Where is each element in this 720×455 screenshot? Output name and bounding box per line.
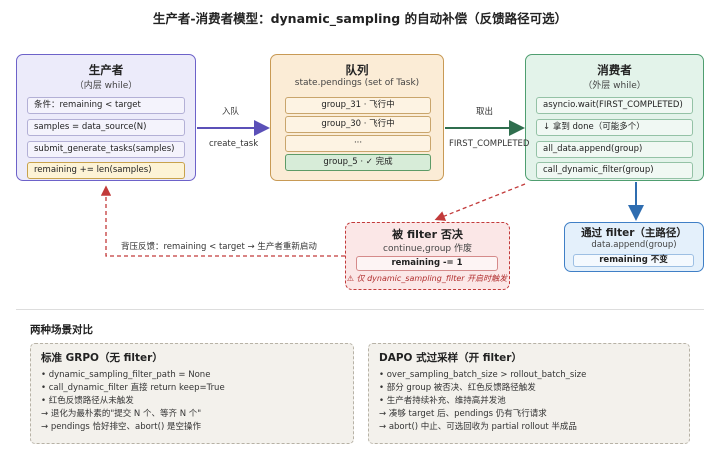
list-item: → 凑够 target 后、pendings 仍有飞行请求 <box>379 409 547 419</box>
take-label: 取出 <box>476 107 494 117</box>
section-divider <box>16 309 704 310</box>
producer-panel: 生产者 （内层 while） 条件：remaining < target sam… <box>16 54 196 181</box>
reject-subtitle: continue,group 作废 <box>383 244 472 254</box>
list-item: → 退化为最朴素的"提交 N 个、等齐 N 个" <box>41 409 202 419</box>
consumer-panel: 消费者 （外层 while） asyncio.wait(FIRST_COMPLE… <box>525 54 704 181</box>
reject-item: remaining -= 1 <box>356 256 498 271</box>
list-item: • call_dynamic_filter 直接 return keep=Tru… <box>41 383 225 393</box>
queue-item-ellipsis: ··· <box>285 135 431 152</box>
list-item: • 红色反馈路径从未触发 <box>41 396 134 406</box>
queue-subtitle: state.pendings (set of Task) <box>294 78 420 88</box>
pass-title: 通过 filter（主路径） <box>581 227 687 239</box>
reject-panel: 被 filter 否决 continue,group 作废 remaining … <box>345 222 510 290</box>
compare-title: 两种场景对比 <box>30 324 93 336</box>
scenario-card-dapo: DAPO 式过采样（开 filter） • over_sampling_batc… <box>368 343 690 444</box>
reject-arrow <box>434 183 526 221</box>
queue-item-group5: group_5 · ✓ 完成 <box>285 154 431 171</box>
scenario-list-grpo: • dynamic_sampling_filter_path = None • … <box>41 369 225 434</box>
list-item: • over_sampling_batch_size > rollout_bat… <box>379 370 587 380</box>
take-sublabel: FIRST_COMPLETED <box>449 139 530 149</box>
queue-panel: 队列 state.pendings (set of Task) group_31… <box>270 54 444 181</box>
reject-note: ⚠ 仅 dynamic_sampling_filter 开启时触发 <box>346 274 508 283</box>
consumer-item-done: ↓ 拿到 done（可能多个） <box>536 119 693 136</box>
list-item: • dynamic_sampling_filter_path = None <box>41 370 211 380</box>
consumer-subtitle: （外层 while） <box>583 81 646 91</box>
queue-item-group31: group_31 · 飞行中 <box>285 97 431 114</box>
consumer-title: 消费者 <box>597 63 632 77</box>
consumer-item-wait: asyncio.wait(FIRST_COMPLETED) <box>536 97 693 114</box>
enqueue-sublabel: create_task <box>209 139 259 149</box>
scenario-card-grpo: 标准 GRPO（无 filter） • dynamic_sampling_fil… <box>30 343 354 444</box>
reject-title: 被 filter 否决 <box>392 228 463 241</box>
backpressure-arrow <box>100 185 345 257</box>
page-title: 生产者-消费者模型：dynamic_sampling 的自动补偿（反馈路径可选） <box>152 11 568 26</box>
producer-item-submit: submit_generate_tasks(samples) <box>27 141 185 158</box>
producer-subtitle: （内层 while） <box>74 81 138 91</box>
pass-panel: 通过 filter（主路径） data.append(group) remain… <box>564 222 704 272</box>
list-item: → pendings 恰好排空、abort() 是空操作 <box>41 422 201 432</box>
scenario-title-grpo: 标准 GRPO（无 filter） <box>41 352 163 364</box>
producer-title: 生产者 <box>88 63 124 77</box>
enqueue-label: 入队 <box>222 107 240 117</box>
pass-item: remaining 不变 <box>573 254 694 267</box>
list-item: • 部分 group 被否决、红色反馈路径触发 <box>379 383 536 393</box>
consumer-item-filter: call_dynamic_filter(group) <box>536 162 693 179</box>
producer-item-remaining: remaining += len(samples) <box>27 162 185 179</box>
backpressure-label: 背压反馈：remaining < target → 生产者重新启动 <box>121 242 317 252</box>
producer-item-condition: 条件：remaining < target <box>27 97 185 114</box>
queue-item-group30: group_30 · 飞行中 <box>285 116 431 133</box>
producer-item-samples: samples = data_source(N) <box>27 119 185 136</box>
queue-title: 队列 <box>345 63 369 77</box>
scenario-title-dapo: DAPO 式过采样（开 filter） <box>379 352 522 364</box>
pass-subtitle: data.append(group) <box>591 240 677 250</box>
consumer-item-append: all_data.append(group) <box>536 141 693 158</box>
list-item: • 生产者持续补充、维持高并发池 <box>379 396 506 406</box>
list-item: → abort() 中止、可选回收为 partial rollout 半成品 <box>379 422 577 432</box>
scenario-list-dapo: • over_sampling_batch_size > rollout_bat… <box>379 369 586 434</box>
